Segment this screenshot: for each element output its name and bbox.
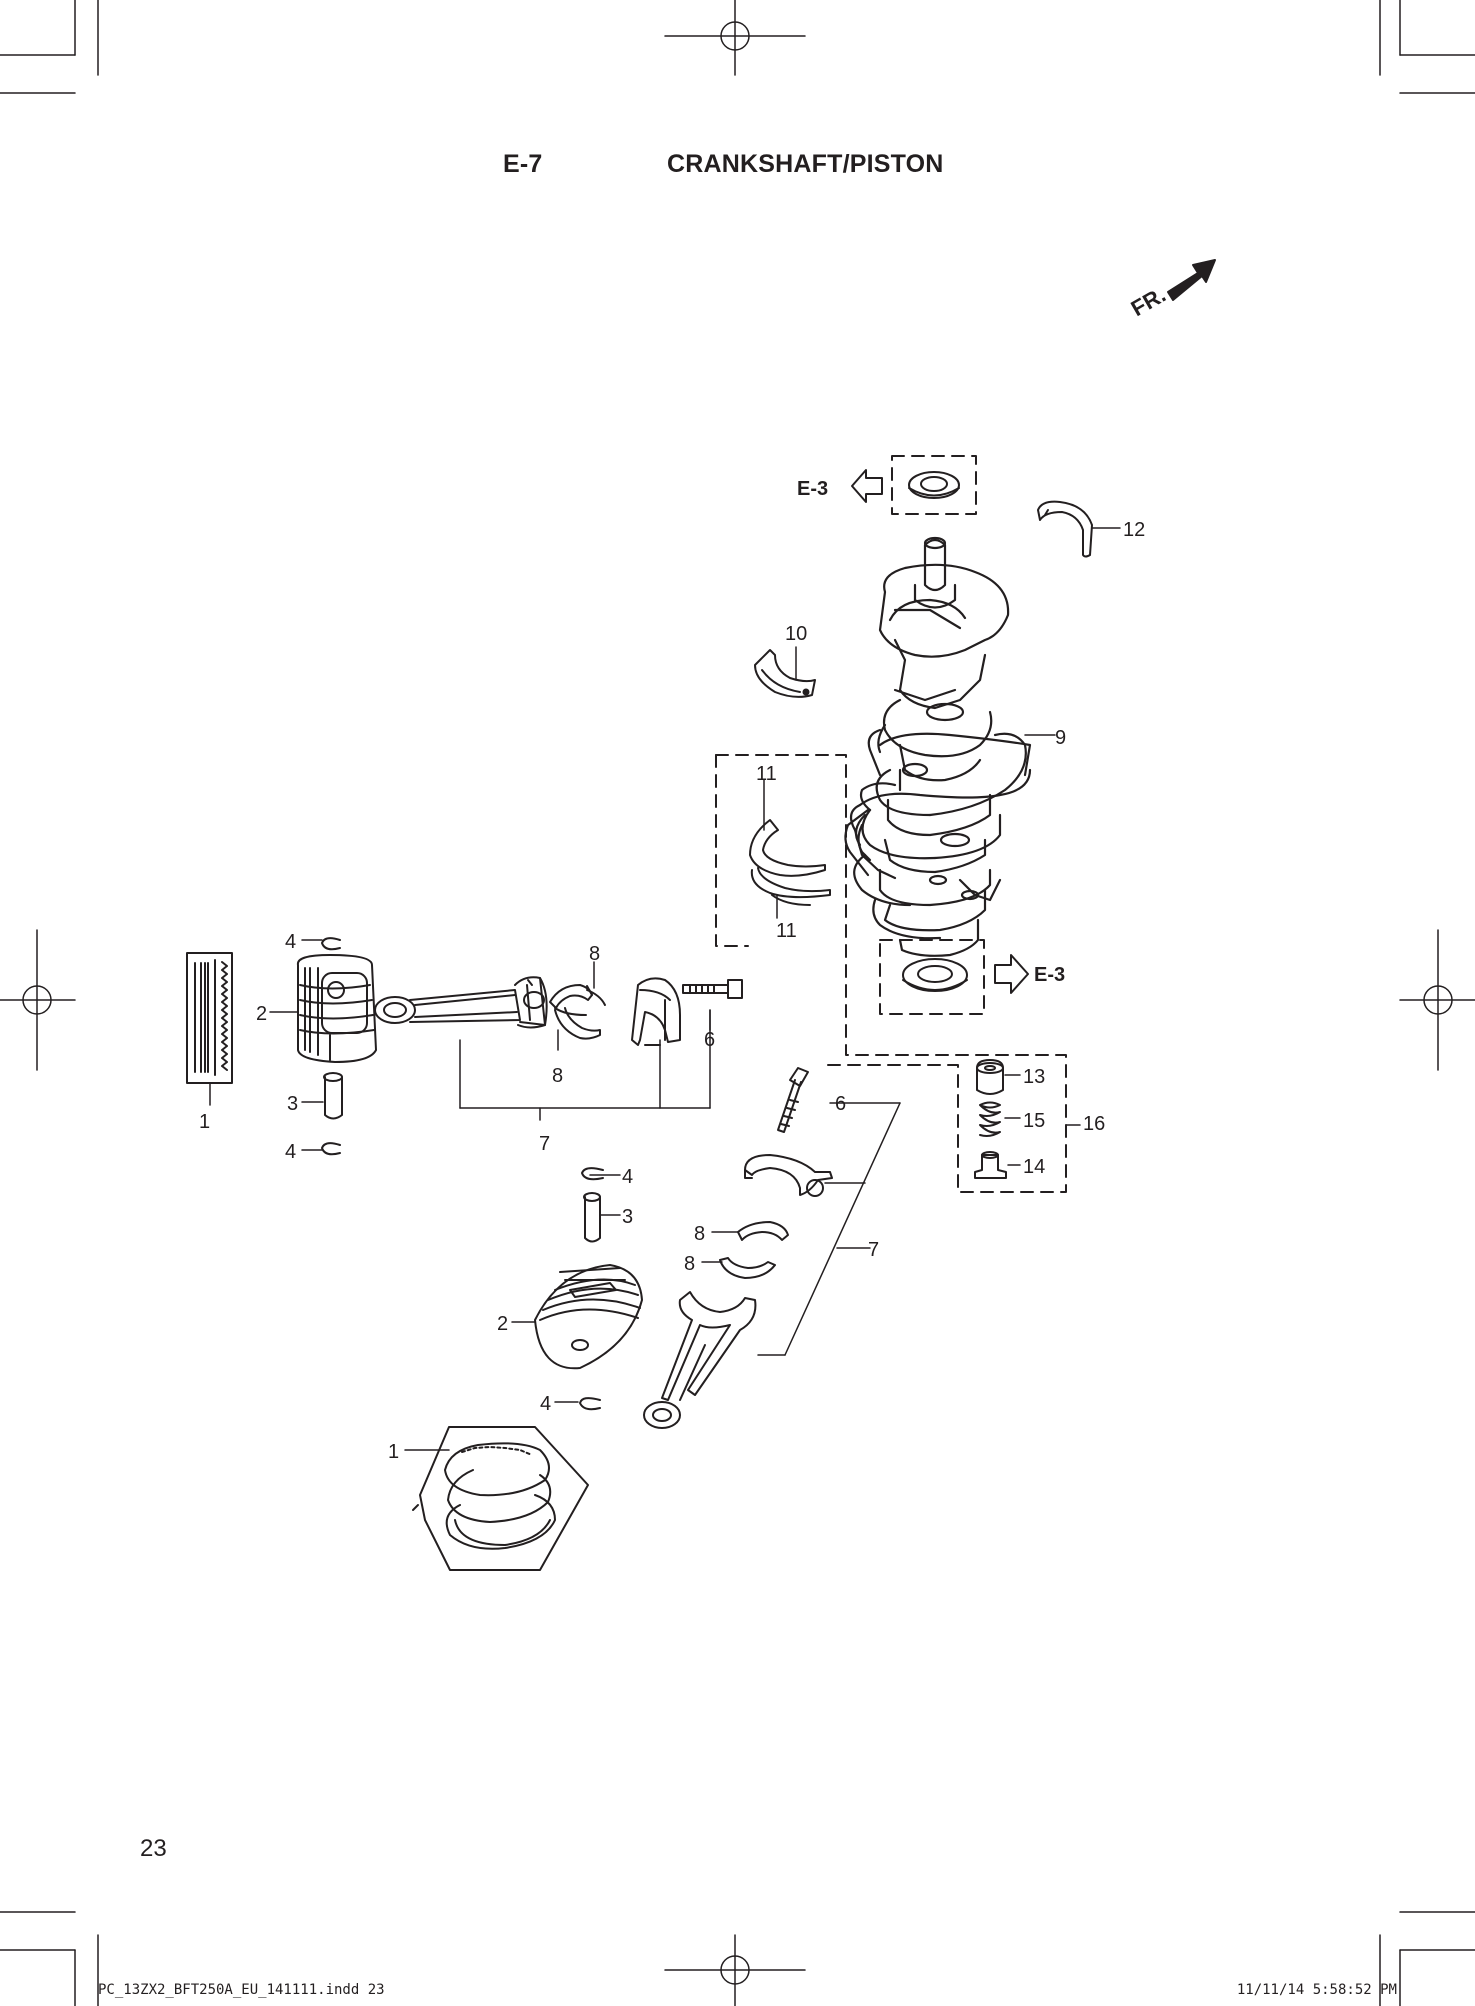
section-code: E-7 <box>503 150 543 178</box>
piston-rings-left <box>186 952 233 1084</box>
callout-4-lower-bottom: 4 <box>540 1393 551 1415</box>
callout-4-lower-top: 4 <box>622 1166 633 1188</box>
callout-1-left: 1 <box>199 1111 210 1133</box>
bracket-7-lower <box>757 1102 901 1356</box>
relief-valve <box>974 1059 1081 1179</box>
bracket-7-upper <box>459 1009 711 1121</box>
bearing-12 <box>1037 500 1093 558</box>
e3-reference-lower: E-3 <box>879 939 1065 1015</box>
bolt-lower <box>777 1067 809 1133</box>
callout-12: 12 <box>1123 519 1145 541</box>
front-label: FR. <box>1127 282 1170 321</box>
callout-8-upper-top: 8 <box>589 943 600 965</box>
piston-rings-lower <box>412 1426 589 1571</box>
callout-13: 13 <box>1023 1066 1045 1088</box>
piston-left <box>296 954 377 1063</box>
conrod-cap-lower <box>744 1154 833 1197</box>
callout-7-lower: 7 <box>868 1239 879 1261</box>
callout-14: 14 <box>1023 1156 1045 1178</box>
registration-mark-left <box>0 929 76 1071</box>
callout-8-lower-top: 8 <box>694 1223 705 1245</box>
circlips-left <box>321 937 341 1156</box>
piston-pin-lower <box>579 1167 604 1411</box>
conrod-lower <box>643 1291 757 1429</box>
callout-3-left: 3 <box>287 1093 298 1115</box>
bolt-upper <box>682 979 743 999</box>
bearing-10 <box>754 649 816 698</box>
callout-6-lower: 6 <box>835 1093 846 1115</box>
callout-11-bottom: 11 <box>776 920 797 942</box>
crankshaft <box>844 536 1032 957</box>
page-number: 23 <box>140 1835 167 1862</box>
callout-1-lower: 1 <box>388 1441 399 1463</box>
registration-mark-right <box>1399 929 1475 1071</box>
conrod-cap-upper <box>631 977 681 1046</box>
callout-16: 16 <box>1083 1113 1105 1135</box>
callout-4-left-bottom: 4 <box>285 1141 296 1163</box>
leader-lines <box>209 527 1121 1451</box>
footer-filename: PC_13ZX2_BFT250A_EU_141111.indd 23 <box>98 1982 385 1998</box>
callout-3-lower: 3 <box>622 1206 633 1228</box>
conrod-upper <box>374 976 548 1029</box>
callout-15: 15 <box>1023 1110 1045 1132</box>
registration-mark-bottom <box>664 1934 806 2006</box>
thrust-bearings-11 <box>715 754 1067 1193</box>
callout-6-upper: 6 <box>704 1029 715 1051</box>
ref-label-upper: E-3 <box>797 478 828 500</box>
callout-2-lower: 2 <box>497 1313 508 1335</box>
bearing-halves-lower <box>719 1221 789 1279</box>
callout-8-lower-bottom: 8 <box>684 1253 695 1275</box>
page-title: CRANKSHAFT/PISTON <box>667 150 944 178</box>
ref-label-lower: E-3 <box>1034 964 1065 986</box>
callout-4-left-top: 4 <box>285 931 296 953</box>
footer-datetime: 11/11/14 5:58:52 PM <box>1236 1982 1397 1998</box>
callout-labels: 1 2 3 4 4 7 8 8 6 9 10 11 11 12 13 15 14… <box>199 519 1145 1463</box>
piston-lower <box>534 1264 643 1370</box>
callout-10: 10 <box>785 623 807 645</box>
registration-mark-top <box>664 0 806 76</box>
callout-2-left: 2 <box>256 1003 267 1025</box>
callout-9: 9 <box>1055 727 1066 749</box>
bearing-halves-upper <box>549 984 606 1040</box>
front-direction-mark: FR. <box>1127 259 1216 321</box>
e3-reference-upper: E-3 <box>797 455 977 515</box>
callout-8-upper-bottom: 8 <box>552 1065 563 1087</box>
callout-7-upper: 7 <box>539 1133 550 1155</box>
piston-pin-left <box>323 1072 343 1120</box>
callout-11-top: 11 <box>756 763 777 785</box>
